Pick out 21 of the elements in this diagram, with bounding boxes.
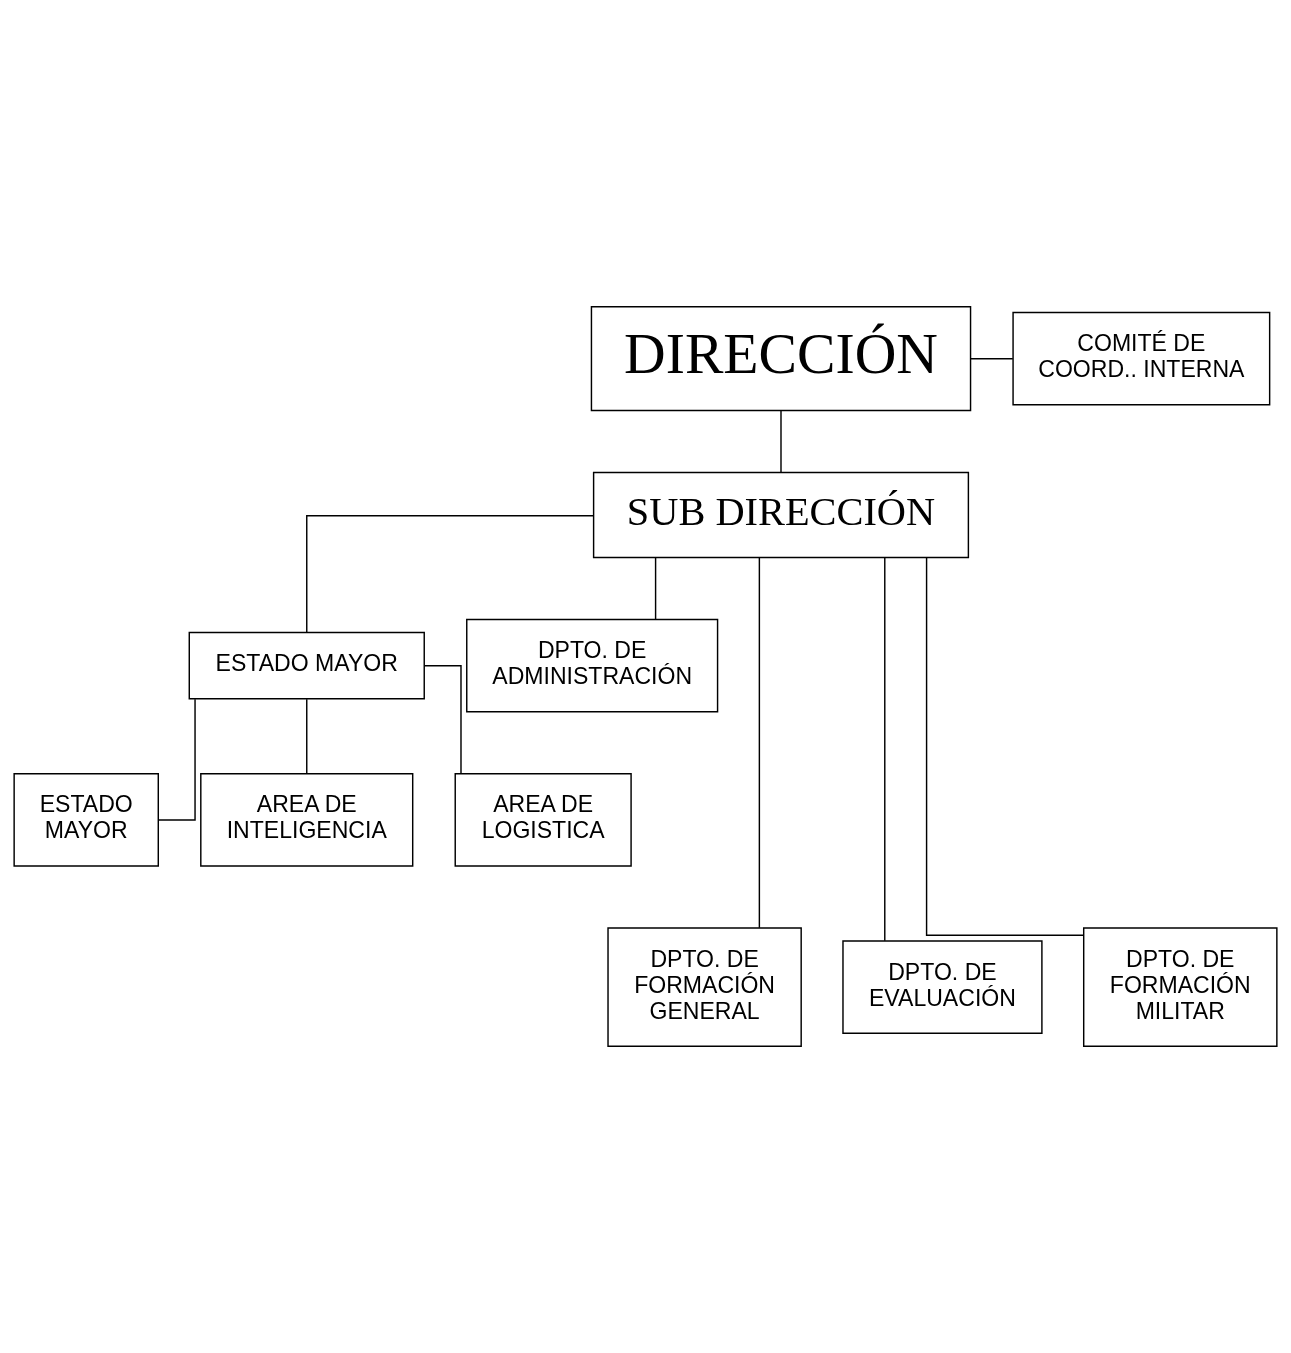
node-box: ESTADO MAYOR (188, 631, 425, 700)
connector (306, 698, 308, 775)
node-box: DPTO. DE EVALUACIÓN (842, 940, 1043, 1034)
connector (654, 557, 657, 620)
connector (423, 664, 462, 775)
node-box: COMITÉ DE COORD.. INTERNA (1012, 311, 1271, 406)
connector (158, 698, 196, 821)
node-box: DPTO. DE FORMACIÓN MILITAR (1083, 927, 1278, 1047)
node-box: AREA DE LOGISTICA (454, 773, 632, 867)
connector (758, 557, 761, 929)
node-box: AREA DE INTELIGENCIA (200, 773, 414, 867)
node-box: DPTO. DE FORMACIÓN GENERAL (607, 927, 802, 1047)
connector (306, 515, 595, 634)
node-box: SUB DIRECCIÓN (592, 471, 970, 559)
connector (780, 410, 782, 473)
connector (925, 556, 1085, 936)
node-box: DIRECCIÓN (590, 306, 972, 412)
node-box: DPTO. DE ADMINISTRACIÓN (466, 618, 719, 713)
connector (884, 557, 886, 942)
node-box: ESTADO MAYOR (13, 773, 159, 867)
connector (969, 357, 1014, 360)
